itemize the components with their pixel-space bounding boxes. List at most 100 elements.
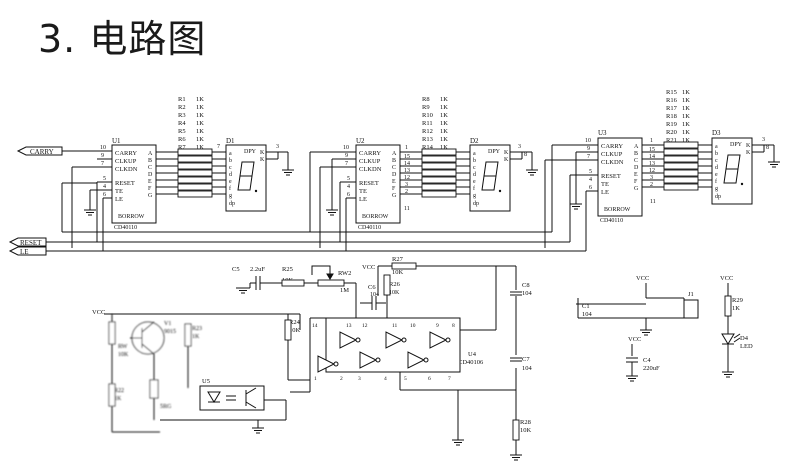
svg-text:b: b: [229, 158, 232, 164]
svg-text:VCC: VCC: [362, 264, 375, 271]
svg-text:K: K: [746, 143, 751, 149]
svg-text:1: 1: [405, 145, 408, 151]
svg-text:R7: R7: [178, 144, 186, 151]
svg-text:CLKUP: CLKUP: [115, 158, 137, 165]
svg-text:D: D: [148, 172, 153, 178]
svg-text:DPY: DPY: [730, 142, 743, 148]
svg-text:C1: C1: [582, 303, 590, 310]
svg-text:2: 2: [405, 189, 408, 195]
svg-text:g: g: [229, 193, 232, 199]
svg-text:K: K: [260, 150, 265, 156]
u4-pin-numbers: 14 13 12 11 10 9 8 1 2 3 4 5 6 7: [312, 323, 455, 382]
svg-text:1K: 1K: [682, 89, 690, 96]
svg-text:R18: R18: [666, 113, 677, 120]
svg-text:CLKDN: CLKDN: [359, 166, 382, 173]
power-section: VCC C1 104 VCC C4 220uF J1 1 2 VCC R29 1…: [582, 275, 753, 372]
svg-text:VCC: VCC: [628, 336, 641, 343]
svg-text:7: 7: [101, 161, 104, 167]
counter-u1: U1 CARRY CLKUP CLKDN RESET TE LE BORROW …: [100, 137, 157, 231]
svg-text:D4: D4: [740, 335, 749, 342]
net-reset-label: RESET: [20, 239, 42, 247]
svg-text:1M: 1M: [340, 287, 349, 294]
svg-text:CLKDN: CLKDN: [115, 166, 138, 173]
svg-text:14: 14: [649, 154, 655, 160]
svg-text:c: c: [229, 165, 232, 171]
svg-text:1K: 1K: [196, 120, 204, 127]
svg-text:R29: R29: [732, 297, 743, 304]
svg-text:1K: 1K: [196, 96, 204, 103]
svg-text:1K: 1K: [682, 121, 690, 128]
net-carry-label: CARRY: [30, 148, 54, 156]
svg-text:K: K: [260, 157, 265, 163]
svg-text:220uF: 220uF: [643, 365, 660, 372]
svg-text:10K: 10K: [289, 327, 301, 334]
svg-text:B: B: [148, 158, 152, 164]
svg-text:9: 9: [436, 323, 439, 329]
svg-text:R15: R15: [666, 89, 677, 96]
svg-text:10K: 10K: [520, 427, 532, 434]
svg-text:8: 8: [524, 152, 527, 158]
svg-text:TE: TE: [359, 188, 367, 195]
svg-text:d: d: [715, 165, 718, 171]
svg-text:6: 6: [589, 185, 592, 191]
svg-text:R24: R24: [289, 319, 301, 326]
svg-text:10: 10: [410, 323, 416, 329]
svg-text:12: 12: [649, 168, 655, 174]
svg-text:1K: 1K: [440, 120, 448, 127]
display-d1: D1 DPY K K a b c d e f g dp 7 3: [217, 137, 279, 212]
svg-text:TE: TE: [601, 181, 609, 188]
svg-text:7: 7: [587, 154, 590, 160]
svg-text:1K: 1K: [196, 144, 204, 151]
svg-text:9: 9: [587, 146, 590, 152]
svg-text:C: C: [148, 165, 152, 171]
svg-text:CLKUP: CLKUP: [359, 158, 381, 165]
svg-text:b: b: [473, 158, 476, 164]
svg-text:1: 1: [314, 376, 317, 382]
svg-text:1K: 1K: [440, 128, 448, 135]
svg-text:D: D: [392, 172, 397, 178]
svg-text:1K: 1K: [114, 396, 122, 402]
svg-text:104: 104: [522, 365, 533, 372]
svg-text:1K: 1K: [440, 144, 448, 151]
svg-text:R2: R2: [178, 104, 186, 111]
svg-text:a: a: [473, 151, 476, 157]
svg-text:1: 1: [650, 138, 653, 144]
svg-text:1K: 1K: [440, 96, 448, 103]
svg-text:R6: R6: [178, 136, 186, 143]
svg-text:R3: R3: [178, 112, 186, 119]
svg-text:1K: 1K: [196, 128, 204, 135]
svg-text:VCC: VCC: [636, 275, 649, 282]
page-title: 3. 电路图: [38, 17, 207, 61]
svg-text:1K: 1K: [440, 136, 448, 143]
svg-text:E: E: [148, 179, 152, 185]
counter-u2: U2 CARRY CLKUP CLKDN RESET TE LE BORROW …: [343, 137, 410, 231]
svg-text:4: 4: [589, 177, 592, 183]
svg-text:R27: R27: [392, 256, 404, 263]
svg-text:K: K: [746, 150, 751, 156]
svg-text:3: 3: [358, 376, 361, 382]
svg-text:1K: 1K: [192, 334, 200, 340]
svg-text:R20: R20: [666, 129, 677, 136]
svg-text:e: e: [229, 179, 232, 185]
svg-text:104: 104: [370, 292, 379, 298]
svg-text:14: 14: [404, 161, 410, 167]
svg-text:11: 11: [404, 206, 410, 212]
svg-text:CLKUP: CLKUP: [601, 151, 623, 158]
svg-text:1K: 1K: [196, 136, 204, 143]
pin-carry: CARRY: [115, 150, 137, 157]
svg-text:BORROW: BORROW: [118, 214, 145, 220]
svg-text:TE: TE: [115, 188, 123, 195]
svg-text:c: c: [473, 165, 476, 171]
svg-text:a: a: [715, 144, 718, 150]
svg-text:A: A: [148, 151, 153, 157]
svg-text:1K: 1K: [196, 104, 204, 111]
svg-text:3: 3: [762, 137, 765, 143]
svg-text:R11: R11: [422, 120, 433, 127]
svg-text:f: f: [229, 185, 231, 192]
svg-text:R19: R19: [666, 121, 677, 128]
svg-text:DPY: DPY: [244, 149, 257, 155]
svg-text:dp: dp: [715, 194, 721, 200]
svg-text:3: 3: [518, 144, 521, 150]
svg-text:c: c: [715, 158, 718, 164]
svg-text:15: 15: [404, 154, 410, 160]
